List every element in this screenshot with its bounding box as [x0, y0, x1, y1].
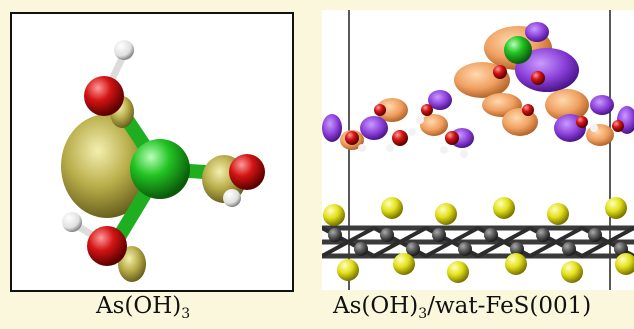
- surface-illustration: [322, 10, 634, 290]
- hydrogen-atom-bottom: [62, 212, 82, 232]
- charge-density-cloud: [322, 22, 634, 150]
- caption-adsorbed-system: As(OH)3/wat-FeS(001): [333, 291, 591, 329]
- hydrogen-atom-top: [114, 40, 134, 60]
- caption-text-rest: /wat-FeS(001): [427, 293, 592, 319]
- isolated-molecule-panel: [10, 12, 294, 292]
- oxygen-lobe-bottom: [118, 246, 146, 282]
- caption-text: As(OH): [333, 293, 419, 319]
- caption-text: As(OH): [96, 293, 182, 319]
- arsenic-atom: [130, 139, 190, 199]
- caption-subscript: 3: [418, 306, 428, 322]
- adsorbed-system-panel: [322, 10, 634, 290]
- fes-surface: [322, 197, 634, 283]
- arsenic-atom: [504, 36, 532, 64]
- molecule-illustration: [61, 40, 265, 282]
- oxygen-atom-top: [84, 76, 124, 116]
- caption-subscript: 3: [181, 306, 191, 322]
- oxygen-atom: [493, 65, 507, 79]
- water-layer: [345, 104, 624, 158]
- arsenic-lone-pair-lobe: [61, 114, 153, 218]
- caption-isolated-molecule: As(OH)3: [96, 291, 190, 329]
- hydrogen-atom-right: [223, 189, 241, 207]
- oxygen-atom: [531, 71, 545, 85]
- oxygen-atom: [522, 104, 534, 116]
- oxygen-atom-bottom: [87, 226, 127, 266]
- oxygen-atom-right: [229, 154, 265, 190]
